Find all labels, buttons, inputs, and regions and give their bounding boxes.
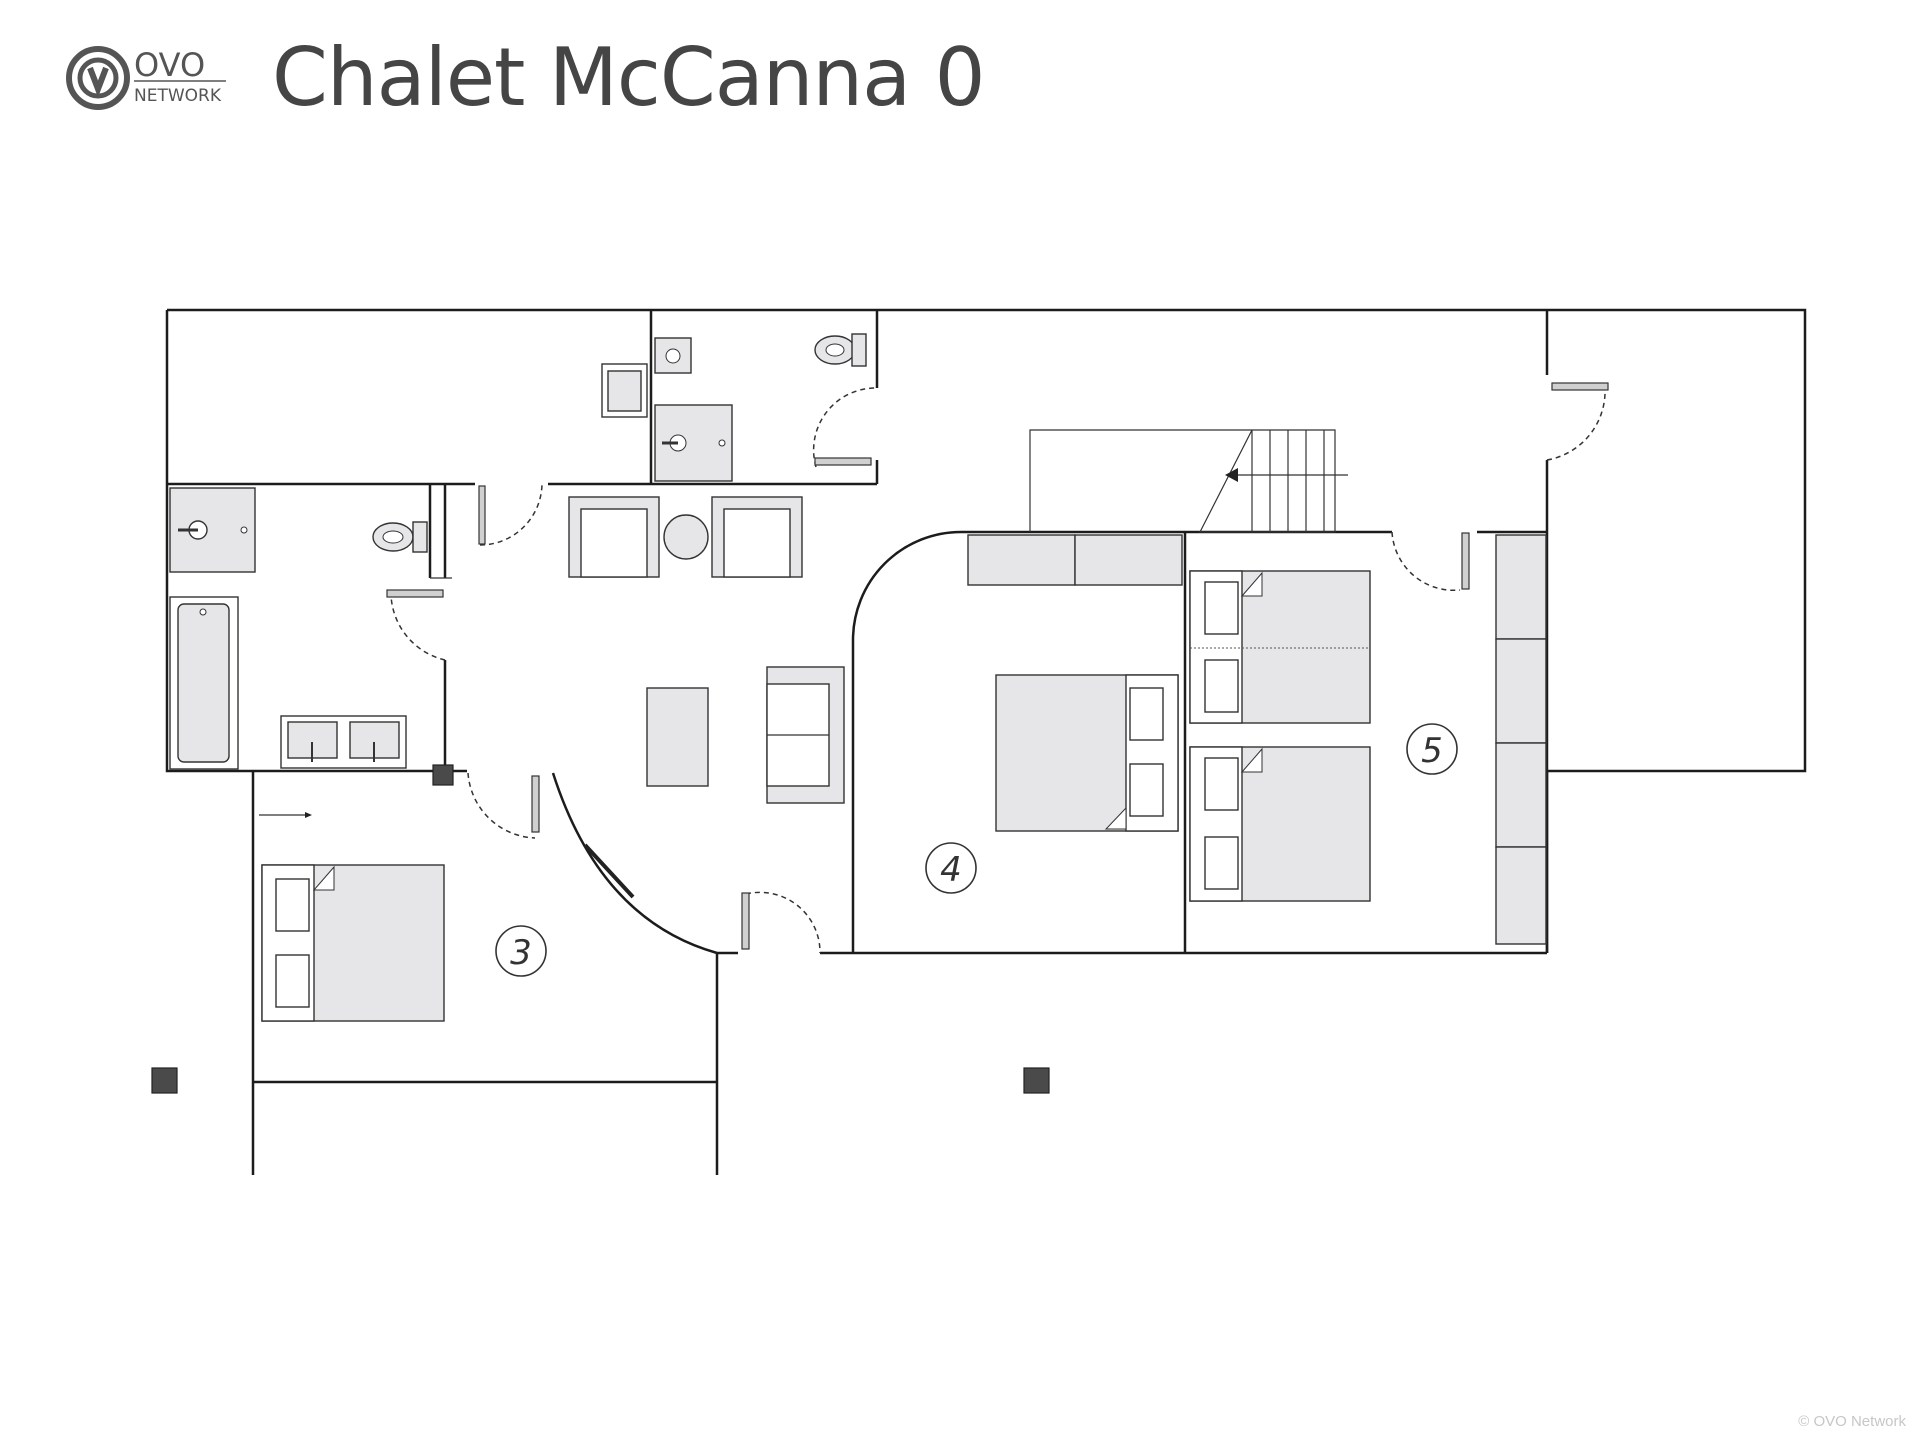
posts: [151, 764, 1050, 1094]
doors: [386, 382, 1609, 954]
copyright-text: © OVO Network: [1798, 1413, 1906, 1430]
logo-text-ovo: OVO: [134, 46, 205, 84]
svg-text:5: 5: [1421, 731, 1443, 771]
wardrobes: [967, 534, 1547, 945]
living-area-furniture: [568, 496, 845, 804]
staircase: [1029, 429, 1348, 533]
bathroom-left: [169, 487, 428, 770]
walls: [165, 308, 1807, 1175]
room-label-5: 5: [1406, 723, 1458, 775]
page-title: Chalet McCanna 0: [272, 31, 985, 124]
bathroom-top: [601, 333, 867, 482]
room-label-3: 3: [495, 925, 547, 977]
logo-text-network: NETWORK: [134, 86, 222, 106]
beds: [261, 570, 1371, 1022]
ovo-network-logo: OVO NETWORK: [66, 46, 226, 110]
svg-text:4: 4: [940, 850, 962, 890]
room-label-4: 4: [925, 842, 977, 894]
svg-text:3: 3: [510, 933, 532, 973]
